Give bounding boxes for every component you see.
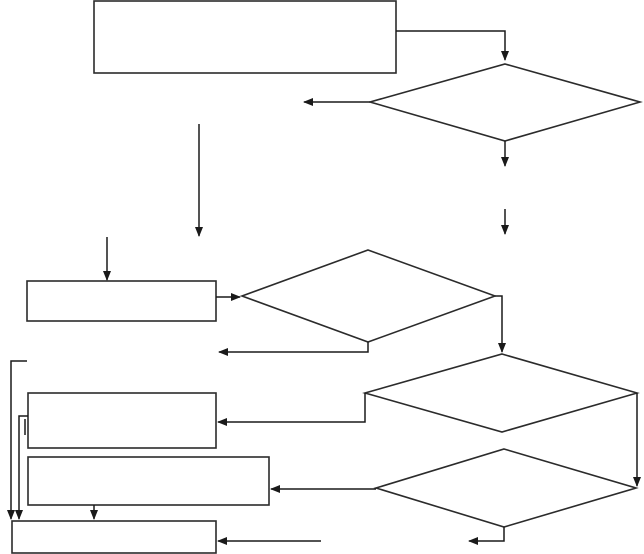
decision-right xyxy=(362,353,640,433)
edge-topbox-to-decision-top xyxy=(396,30,509,61)
connectors xyxy=(7,30,641,545)
edge-decision-middle-to-decision-right xyxy=(495,295,506,353)
edge-decision-bottom-exit xyxy=(468,527,505,545)
decision-middle xyxy=(239,249,498,343)
nodes xyxy=(11,0,643,554)
top-box xyxy=(93,0,397,74)
final-box xyxy=(11,520,217,554)
input-box xyxy=(26,280,217,322)
box-left-upper xyxy=(27,392,217,449)
edge-decision-right-to-box-left-upper xyxy=(217,393,366,426)
edge-box-left-upper-to-final-box xyxy=(15,415,28,520)
decision-top xyxy=(367,63,643,142)
box-left-lower xyxy=(27,456,270,506)
decision-bottom xyxy=(373,448,639,528)
edge-outer-left-loop xyxy=(7,360,27,520)
edge-decision-middle-left-exit xyxy=(218,342,369,356)
